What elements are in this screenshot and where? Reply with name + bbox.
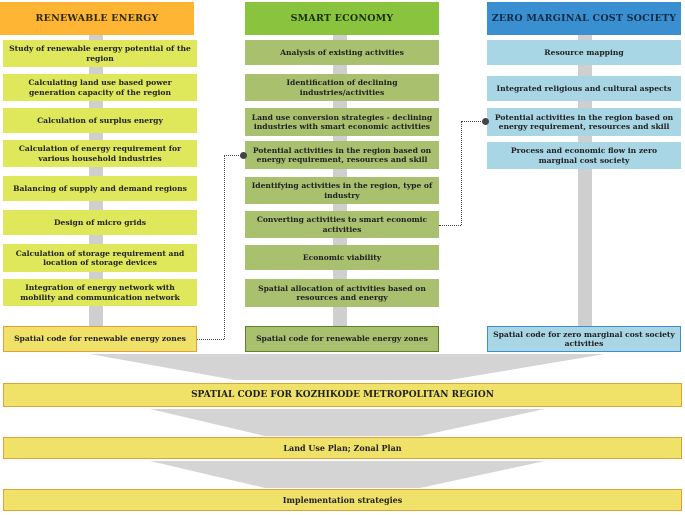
land-use-band: Land Use Plan; Zonal Plan [3,437,682,459]
funnel-arrow-1 [90,354,605,380]
zero-step-3: Potential activities in the region based… [487,108,681,136]
connector-smart-zero-h2 [461,121,487,122]
connector-dot-zero [482,118,489,125]
smart-step-3: Land use conversion strategies - declini… [245,108,439,136]
zero-stem [578,30,592,330]
connector-renewable-smart-v [224,155,225,339]
zero-header: ZERO MARGINAL COST SOCIETY [487,2,681,35]
smart-step-4: Potential activities in the region based… [245,141,439,169]
spatial-code-band: SPATIAL CODE FOR KOZHIKODE METROPOLITAN … [3,383,682,407]
implementation-band: Implementation strategies [3,489,682,511]
renewable-header: RENEWABLE ENERGY [0,2,194,35]
smart-step-6: Converting activities to smart economic … [245,211,439,238]
connector-dot-smart [240,152,247,159]
zero-output: Spatial code for zero marginal cost soci… [487,326,681,352]
renewable-output: Spatial code for renewable energy zones [3,326,197,352]
connector-smart-zero-v [461,121,462,225]
smart-output: Spatial code for renewable energy zones [245,326,439,352]
smart-header: SMART ECONOMY [245,2,439,35]
renewable-step-4: Calculation of energy requirement for va… [3,140,197,167]
funnel-arrow-2 [150,409,545,436]
smart-step-5: Identifying activities in the region, ty… [245,177,439,204]
connector-renewable-smart-h1 [197,339,224,340]
smart-step-7: Economic viability [245,245,439,270]
renewable-step-2: Calculating land use based power generat… [3,74,197,101]
smart-step-8: Spatial allocation of activities based o… [245,279,439,307]
renewable-step-5: Balancing of supply and demand regions [3,176,197,201]
renewable-step-3: Calculation of surplus energy [3,108,197,133]
connector-smart-zero-h1 [439,225,461,226]
renewable-step-6: Design of micro grids [3,210,197,235]
zero-step-4: Process and economic flow in zero margin… [487,142,681,169]
renewable-step-1: Study of renewable energy potential of t… [3,40,197,67]
zero-step-1: Resource mapping [487,40,681,65]
smart-step-2: Identification of declining industries/a… [245,74,439,101]
funnel-arrow-3 [150,461,545,488]
connector-renewable-smart-h2 [224,155,245,156]
smart-step-1: Analysis of existing activities [245,40,439,65]
renewable-step-8: Integration of energy network with mobil… [3,279,197,306]
renewable-step-7: Calculation of storage requirement and l… [3,244,197,272]
zero-step-2: Integrated religious and cultural aspect… [487,76,681,101]
